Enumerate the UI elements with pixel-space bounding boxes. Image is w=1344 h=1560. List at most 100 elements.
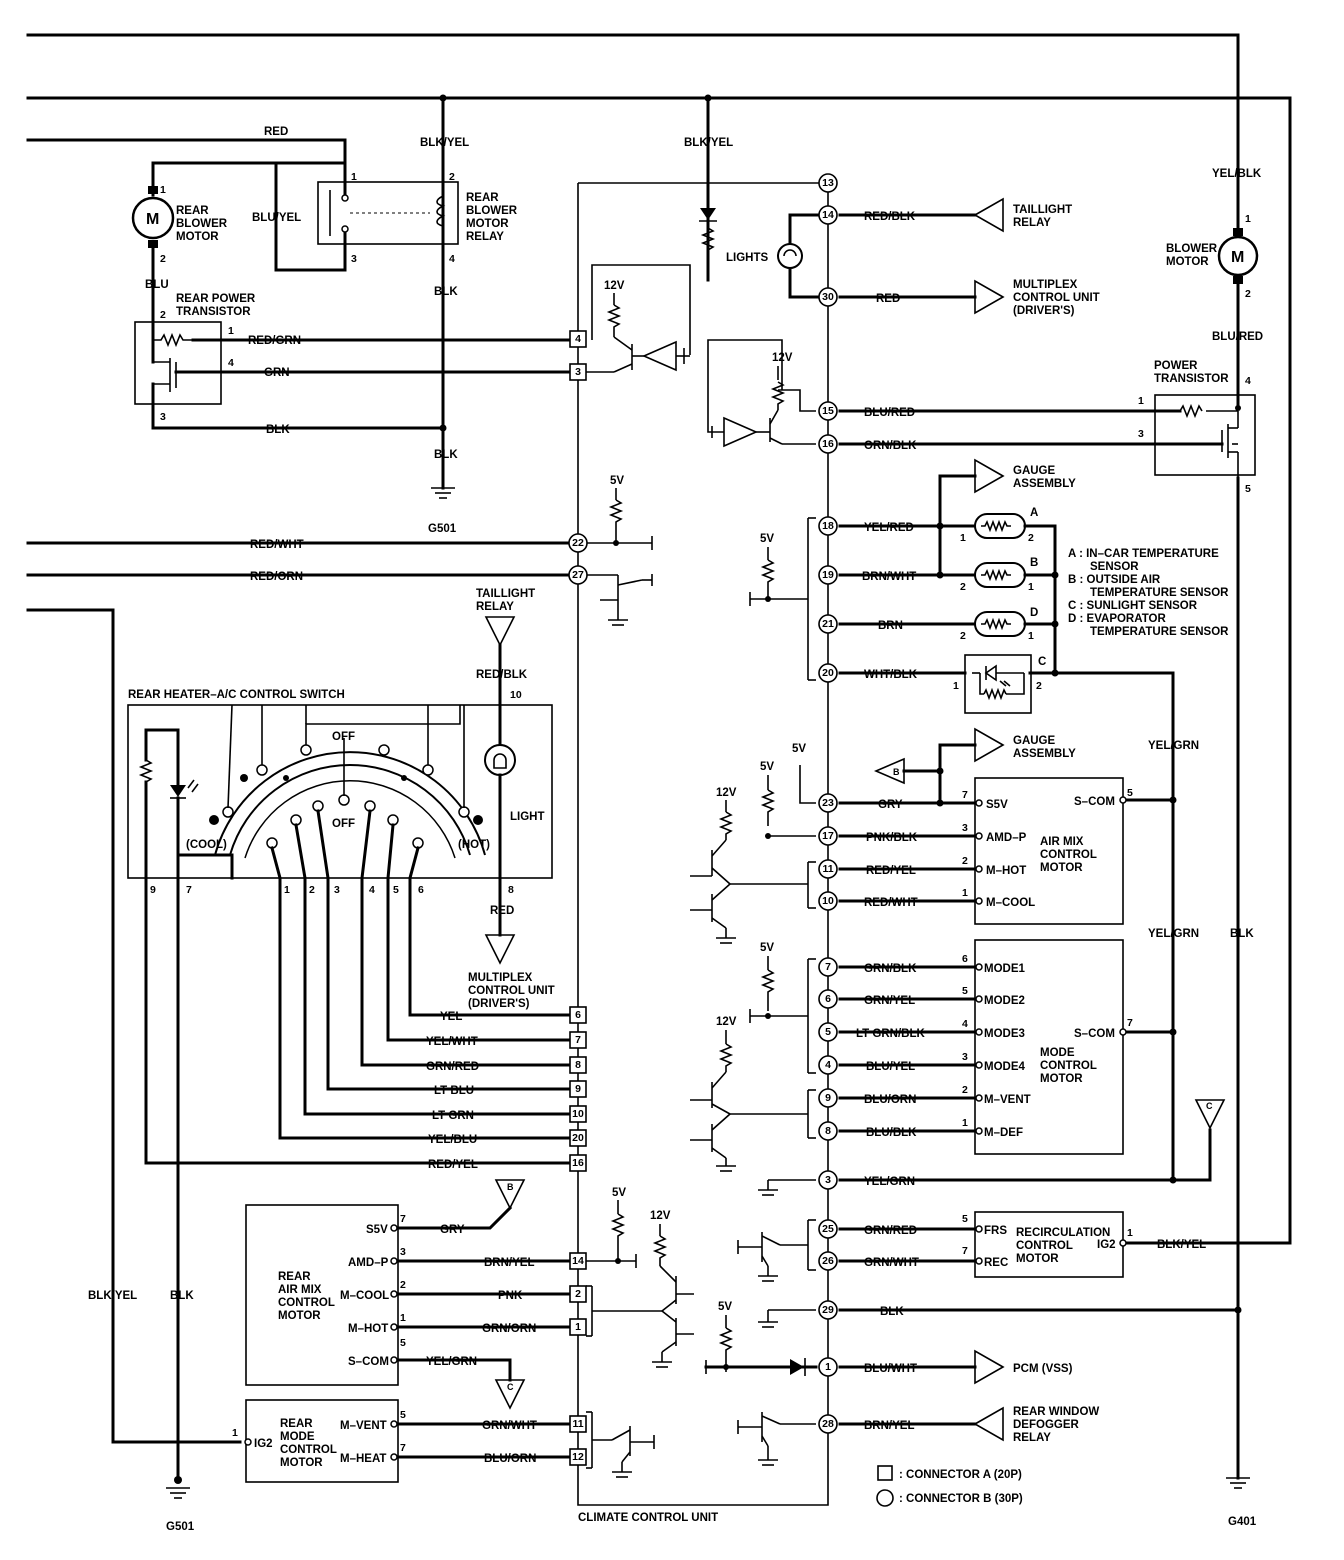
svg-text:FRS: FRS bbox=[984, 1225, 1007, 1237]
svg-text:AMD–P: AMD–P bbox=[986, 832, 1027, 844]
connector-b-pin: 6 bbox=[818, 989, 838, 1009]
connector-a-pin: 4 bbox=[569, 330, 587, 348]
wire-blk-pt: BLK bbox=[266, 424, 290, 436]
wire-grn-red-25: GRN/RED bbox=[864, 1225, 917, 1237]
ground-g501-top-symbol bbox=[431, 487, 455, 499]
lights-circuit: BLK/YEL LIGHTS RED/BLK TAILLIGHT RELAY R… bbox=[684, 96, 1100, 317]
svg-text:3: 3 bbox=[400, 1246, 406, 1258]
svg-text:BLOWER: BLOWER bbox=[1166, 243, 1218, 255]
wire-yel-grn-3: YEL/GRN bbox=[864, 1176, 915, 1188]
svg-text:2: 2 bbox=[160, 309, 166, 321]
svg-text:4: 4 bbox=[575, 333, 581, 345]
svg-text:MODE3: MODE3 bbox=[984, 1028, 1025, 1040]
connector-b-pin: 13 bbox=[818, 173, 838, 193]
svg-text:9: 9 bbox=[825, 1092, 831, 1104]
wire-blu-orn-9: BLU/ORN bbox=[864, 1094, 916, 1106]
svg-text:M–HOT: M–HOT bbox=[348, 1323, 388, 1335]
wire-blk-yel-lights: BLK/YEL bbox=[684, 137, 733, 149]
svg-text:2: 2 bbox=[1028, 532, 1034, 544]
svg-text:M–HEAT: M–HEAT bbox=[340, 1453, 386, 1465]
rear-blower-motor: RED M 1 2 BLU REAR BLOWER MOTOR bbox=[26, 126, 347, 327]
svg-text:4: 4 bbox=[825, 1059, 831, 1071]
wire-grn-blk-7: GRN/BLK bbox=[864, 963, 917, 975]
connector-a-pin: 14 bbox=[569, 1252, 587, 1270]
connector-a-pin: 12 bbox=[569, 1448, 587, 1466]
rear-blower-motor-relay-label: REAR BLOWER MOTOR RELAY bbox=[466, 192, 518, 243]
connector-a-pin: 16 bbox=[569, 1154, 587, 1172]
internal-driver-rear-blower: 12V bbox=[584, 264, 691, 373]
svg-text:1: 1 bbox=[160, 184, 166, 196]
climate-control-unit-title: CLIMATE CONTROL UNIT bbox=[578, 1512, 718, 1524]
power-transistor-label: POWER TRANSISTOR bbox=[1154, 360, 1229, 385]
svg-text:2: 2 bbox=[1036, 680, 1042, 692]
air-mix-control-motor: B GAUGE ASSEMBLY GRY PNK/BLK RED/YEL RED… bbox=[690, 727, 1133, 944]
svg-text:1: 1 bbox=[1245, 213, 1251, 225]
svg-text:2: 2 bbox=[960, 581, 966, 593]
switch-cool: (COOL) bbox=[186, 839, 227, 851]
legend-connector-a: : CONNECTOR A (20P) bbox=[899, 1469, 1022, 1481]
wire-grn-wht-26: GRN/WHT bbox=[864, 1257, 919, 1269]
svg-text:14: 14 bbox=[572, 1255, 584, 1267]
svg-text:MULTIPLEX: MULTIPLEX bbox=[468, 972, 533, 984]
connector-b-pins: 2227131430151618192120231711107654983252… bbox=[568, 173, 838, 1434]
connector-a-pin: 11 bbox=[569, 1415, 587, 1433]
rear-air-mix-motor-label: REAR AIR MIX CONTROL MOTOR bbox=[278, 1271, 335, 1322]
connector-b-pin: 21 bbox=[818, 614, 838, 634]
wire-red-wht-10: RED/WHT bbox=[864, 897, 918, 909]
svg-text:2: 2 bbox=[962, 855, 968, 867]
connector-b-pin: 18 bbox=[818, 516, 838, 536]
svg-text:C : SUNLIGHT SENSOR: C : SUNLIGHT SENSOR bbox=[1068, 600, 1198, 612]
svg-text:1: 1 bbox=[962, 887, 968, 899]
svg-text:1: 1 bbox=[575, 1321, 581, 1333]
svg-text:1: 1 bbox=[960, 532, 966, 544]
svg-text:1: 1 bbox=[351, 171, 357, 183]
svg-text:BLOWER: BLOWER bbox=[466, 205, 518, 217]
wire-red-blk-tail: RED/BLK bbox=[476, 669, 528, 681]
sensor-letter-a: A bbox=[1030, 507, 1038, 519]
svg-text:CONTROL: CONTROL bbox=[278, 1297, 335, 1309]
svg-text:CONTROL UNIT: CONTROL UNIT bbox=[468, 985, 555, 997]
svg-text:MOTOR: MOTOR bbox=[466, 218, 509, 230]
connector-a-pin: 6 bbox=[569, 1006, 587, 1024]
svg-text:S5V: S5V bbox=[986, 799, 1008, 811]
svg-text:7: 7 bbox=[1127, 1017, 1133, 1029]
svg-text:3: 3 bbox=[962, 1051, 968, 1063]
svg-text:3: 3 bbox=[160, 411, 166, 423]
svg-text:GAUGE: GAUGE bbox=[1013, 735, 1056, 747]
connector-b-pin: 27 bbox=[568, 565, 588, 585]
wire-red-mux: RED bbox=[490, 905, 514, 917]
top-bus-wires bbox=[26, 33, 1292, 1242]
svg-text:7: 7 bbox=[400, 1213, 406, 1225]
gauge-assembly-2: GAUGE ASSEMBLY bbox=[1013, 735, 1076, 760]
wire-red-yel-11: RED/YEL bbox=[866, 865, 916, 877]
svg-text:1: 1 bbox=[1028, 630, 1034, 642]
svg-text:5: 5 bbox=[962, 1213, 968, 1225]
svg-text:2: 2 bbox=[309, 884, 315, 896]
wire-yel-wht-7: YEL/WHT bbox=[426, 1036, 478, 1048]
svg-text:M–COOL: M–COOL bbox=[986, 897, 1035, 909]
wire-grn-red-8: GRN/RED bbox=[426, 1061, 479, 1073]
svg-text:TEMPERATURE SENSOR: TEMPERATURE SENSOR bbox=[1090, 626, 1229, 638]
connector-b-pin: 9 bbox=[818, 1088, 838, 1108]
connector-b-pin: 16 bbox=[818, 434, 838, 454]
svg-text:5V: 5V bbox=[760, 761, 774, 773]
ground-g501-bottom: G501 bbox=[166, 1521, 195, 1533]
wire-yel-grn-right-2: YEL/GRN bbox=[1148, 928, 1199, 940]
svg-text:MOTOR: MOTOR bbox=[278, 1310, 321, 1322]
svg-text:M–HOT: M–HOT bbox=[986, 865, 1026, 877]
wire-yel-blk: YEL/BLK bbox=[1212, 168, 1262, 180]
svg-text:M–DEF: M–DEF bbox=[984, 1127, 1023, 1139]
svg-text:1: 1 bbox=[953, 680, 959, 692]
svg-text:2: 2 bbox=[449, 171, 455, 183]
wire-blu-red-motor: BLU/RED bbox=[1212, 331, 1263, 343]
svg-text:19: 19 bbox=[822, 569, 834, 581]
svg-text:3: 3 bbox=[1138, 428, 1144, 440]
connector-b-pin: 25 bbox=[818, 1219, 838, 1239]
svg-text:10: 10 bbox=[822, 895, 834, 907]
switch-contacts bbox=[209, 744, 483, 849]
svg-text:M–COOL: M–COOL bbox=[340, 1290, 389, 1302]
mode-motor-label: MODE CONTROL MOTOR bbox=[1040, 1047, 1097, 1085]
svg-text:1: 1 bbox=[284, 884, 290, 896]
right-ground-bus: BLK G401 bbox=[1226, 476, 1257, 1528]
svg-text:4: 4 bbox=[228, 357, 234, 369]
